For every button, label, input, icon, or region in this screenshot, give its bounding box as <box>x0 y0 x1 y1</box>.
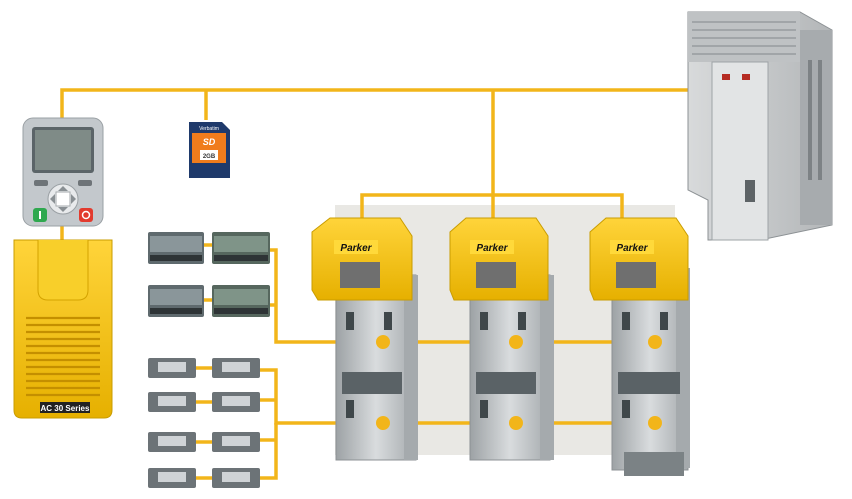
drive-2-io-node <box>509 335 523 349</box>
stop-icon[interactable] <box>79 208 93 222</box>
comms-module <box>148 392 196 412</box>
drive-2-comms-node <box>509 416 523 430</box>
io-option-cards <box>148 232 270 317</box>
sd-card-capacity: 2GB <box>203 154 216 160</box>
top-bus-line <box>60 88 722 120</box>
nav-pad-icon[interactable] <box>47 183 79 215</box>
io-option-card <box>148 285 204 317</box>
comms-option-cable-4 <box>260 423 278 480</box>
start-icon[interactable] <box>33 208 47 222</box>
comms-module <box>212 358 260 378</box>
communication-bus <box>60 88 722 480</box>
drive-1-comms-node <box>376 416 390 430</box>
keypad[interactable] <box>22 117 104 227</box>
sd-card: Verbatim SD 2GB <box>189 122 230 178</box>
drive-2-logo: Parker <box>476 243 508 254</box>
drive-3-comms-node <box>648 416 662 430</box>
comms-module <box>212 468 260 488</box>
comms-option-modules <box>148 358 260 488</box>
drive-3-io-node <box>648 335 662 349</box>
drive-1-io-node <box>376 335 390 349</box>
comms-module <box>148 358 196 378</box>
drive-front-cover: AC 30 Series <box>13 239 113 419</box>
io-option-card <box>212 232 270 264</box>
cover-vent-grille <box>26 316 100 397</box>
drive-module-3: Parker <box>589 217 690 476</box>
large-drive-unit <box>687 11 833 241</box>
io-option-card <box>212 285 270 317</box>
drive-module-2: Parker <box>449 217 554 461</box>
comms-module <box>148 468 196 488</box>
series-badge <box>40 402 90 413</box>
io-option-card <box>148 232 204 264</box>
comms-module <box>212 392 260 412</box>
keypad-left-key[interactable] <box>34 180 48 186</box>
comms-module <box>148 432 196 452</box>
io-option-cable <box>270 248 655 344</box>
drive-1-logo: Parker <box>340 243 372 254</box>
comms-option-cable <box>260 368 655 425</box>
series-label: AC 30 Series <box>41 404 90 413</box>
drive-3-logo: Parker <box>616 243 648 254</box>
keypad-right-key[interactable] <box>78 180 92 186</box>
sd-card-brand: Verbatim <box>199 126 219 132</box>
comms-module <box>212 432 260 452</box>
sd-card-format: SD <box>203 137 216 147</box>
drive-module-1: Parker <box>311 217 418 461</box>
